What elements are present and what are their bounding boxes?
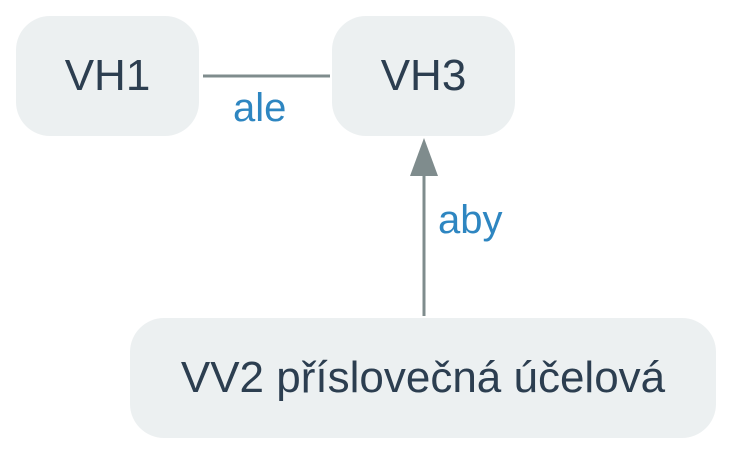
node-vv2-label: VV2 příslovečná účelová: [180, 353, 666, 402]
edge-label-ale: ale: [233, 86, 287, 130]
node-vv2: VV2 příslovečná účelová: [130, 318, 716, 438]
edge-label-aby: aby: [438, 198, 503, 242]
node-vh1: VH1: [16, 16, 199, 136]
node-vh1-label: VH1: [64, 51, 151, 100]
node-vh3: VH3: [332, 16, 515, 136]
node-vh3-label: VH3: [380, 51, 467, 100]
arrowhead-icon: [410, 138, 438, 176]
